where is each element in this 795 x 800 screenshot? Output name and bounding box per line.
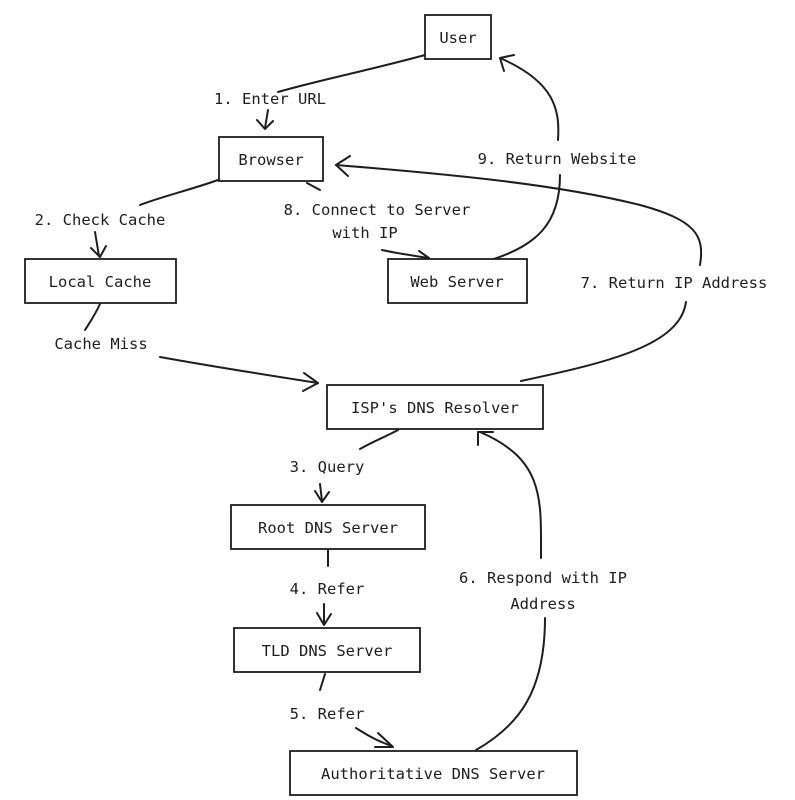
edge-refer-tld — [316, 548, 332, 626]
label-refer-tld: 4. Refer — [290, 580, 365, 598]
label-cache-miss: Cache Miss — [54, 335, 147, 353]
edge-respond-ip — [475, 431, 546, 751]
label-connect-server-line1: 8. Connect to Server — [284, 201, 471, 219]
node-user-label: User — [439, 29, 476, 47]
edge-refer-auth — [319, 673, 394, 748]
edge-query — [314, 429, 399, 503]
edge-enter-url — [256, 54, 426, 130]
node-local-cache: Local Cache — [24, 258, 177, 304]
node-isp-resolver-label: ISP's DNS Resolver — [351, 399, 519, 417]
edge-return-website — [493, 54, 561, 260]
node-root-dns-label: Root DNS Server — [258, 519, 398, 537]
label-return-ip: 7. Return IP Address — [581, 274, 768, 292]
node-authoritative-dns-label: Authoritative DNS Server — [321, 765, 545, 783]
label-return-website: 9. Return Website — [478, 150, 637, 168]
label-connect-server-line2: with IP — [332, 224, 397, 242]
label-enter-url: 1. Enter URL — [214, 90, 326, 108]
label-check-cache: 2. Check Cache — [35, 211, 166, 229]
node-web-server: Web Server — [387, 258, 528, 304]
label-respond-ip-line2: Address — [510, 595, 575, 613]
node-user: User — [424, 14, 492, 60]
node-browser-label: Browser — [238, 151, 303, 169]
node-web-server-label: Web Server — [410, 273, 503, 291]
node-local-cache-label: Local Cache — [49, 273, 152, 291]
node-tld-dns-label: TLD DNS Server — [262, 642, 393, 660]
edge-check-cache — [90, 179, 219, 258]
node-isp-resolver: ISP's DNS Resolver — [326, 384, 544, 430]
edge-cache-miss — [84, 303, 319, 392]
edge-return-ip — [335, 155, 703, 382]
node-root-dns: Root DNS Server — [230, 504, 426, 550]
node-browser: Browser — [218, 136, 324, 182]
node-authoritative-dns: Authoritative DNS Server — [289, 750, 578, 796]
label-refer-auth: 5. Refer — [290, 705, 365, 723]
node-tld-dns: TLD DNS Server — [233, 627, 421, 673]
label-respond-ip-line1: 6. Respond with IP — [459, 569, 627, 587]
label-query: 3. Query — [290, 458, 365, 476]
